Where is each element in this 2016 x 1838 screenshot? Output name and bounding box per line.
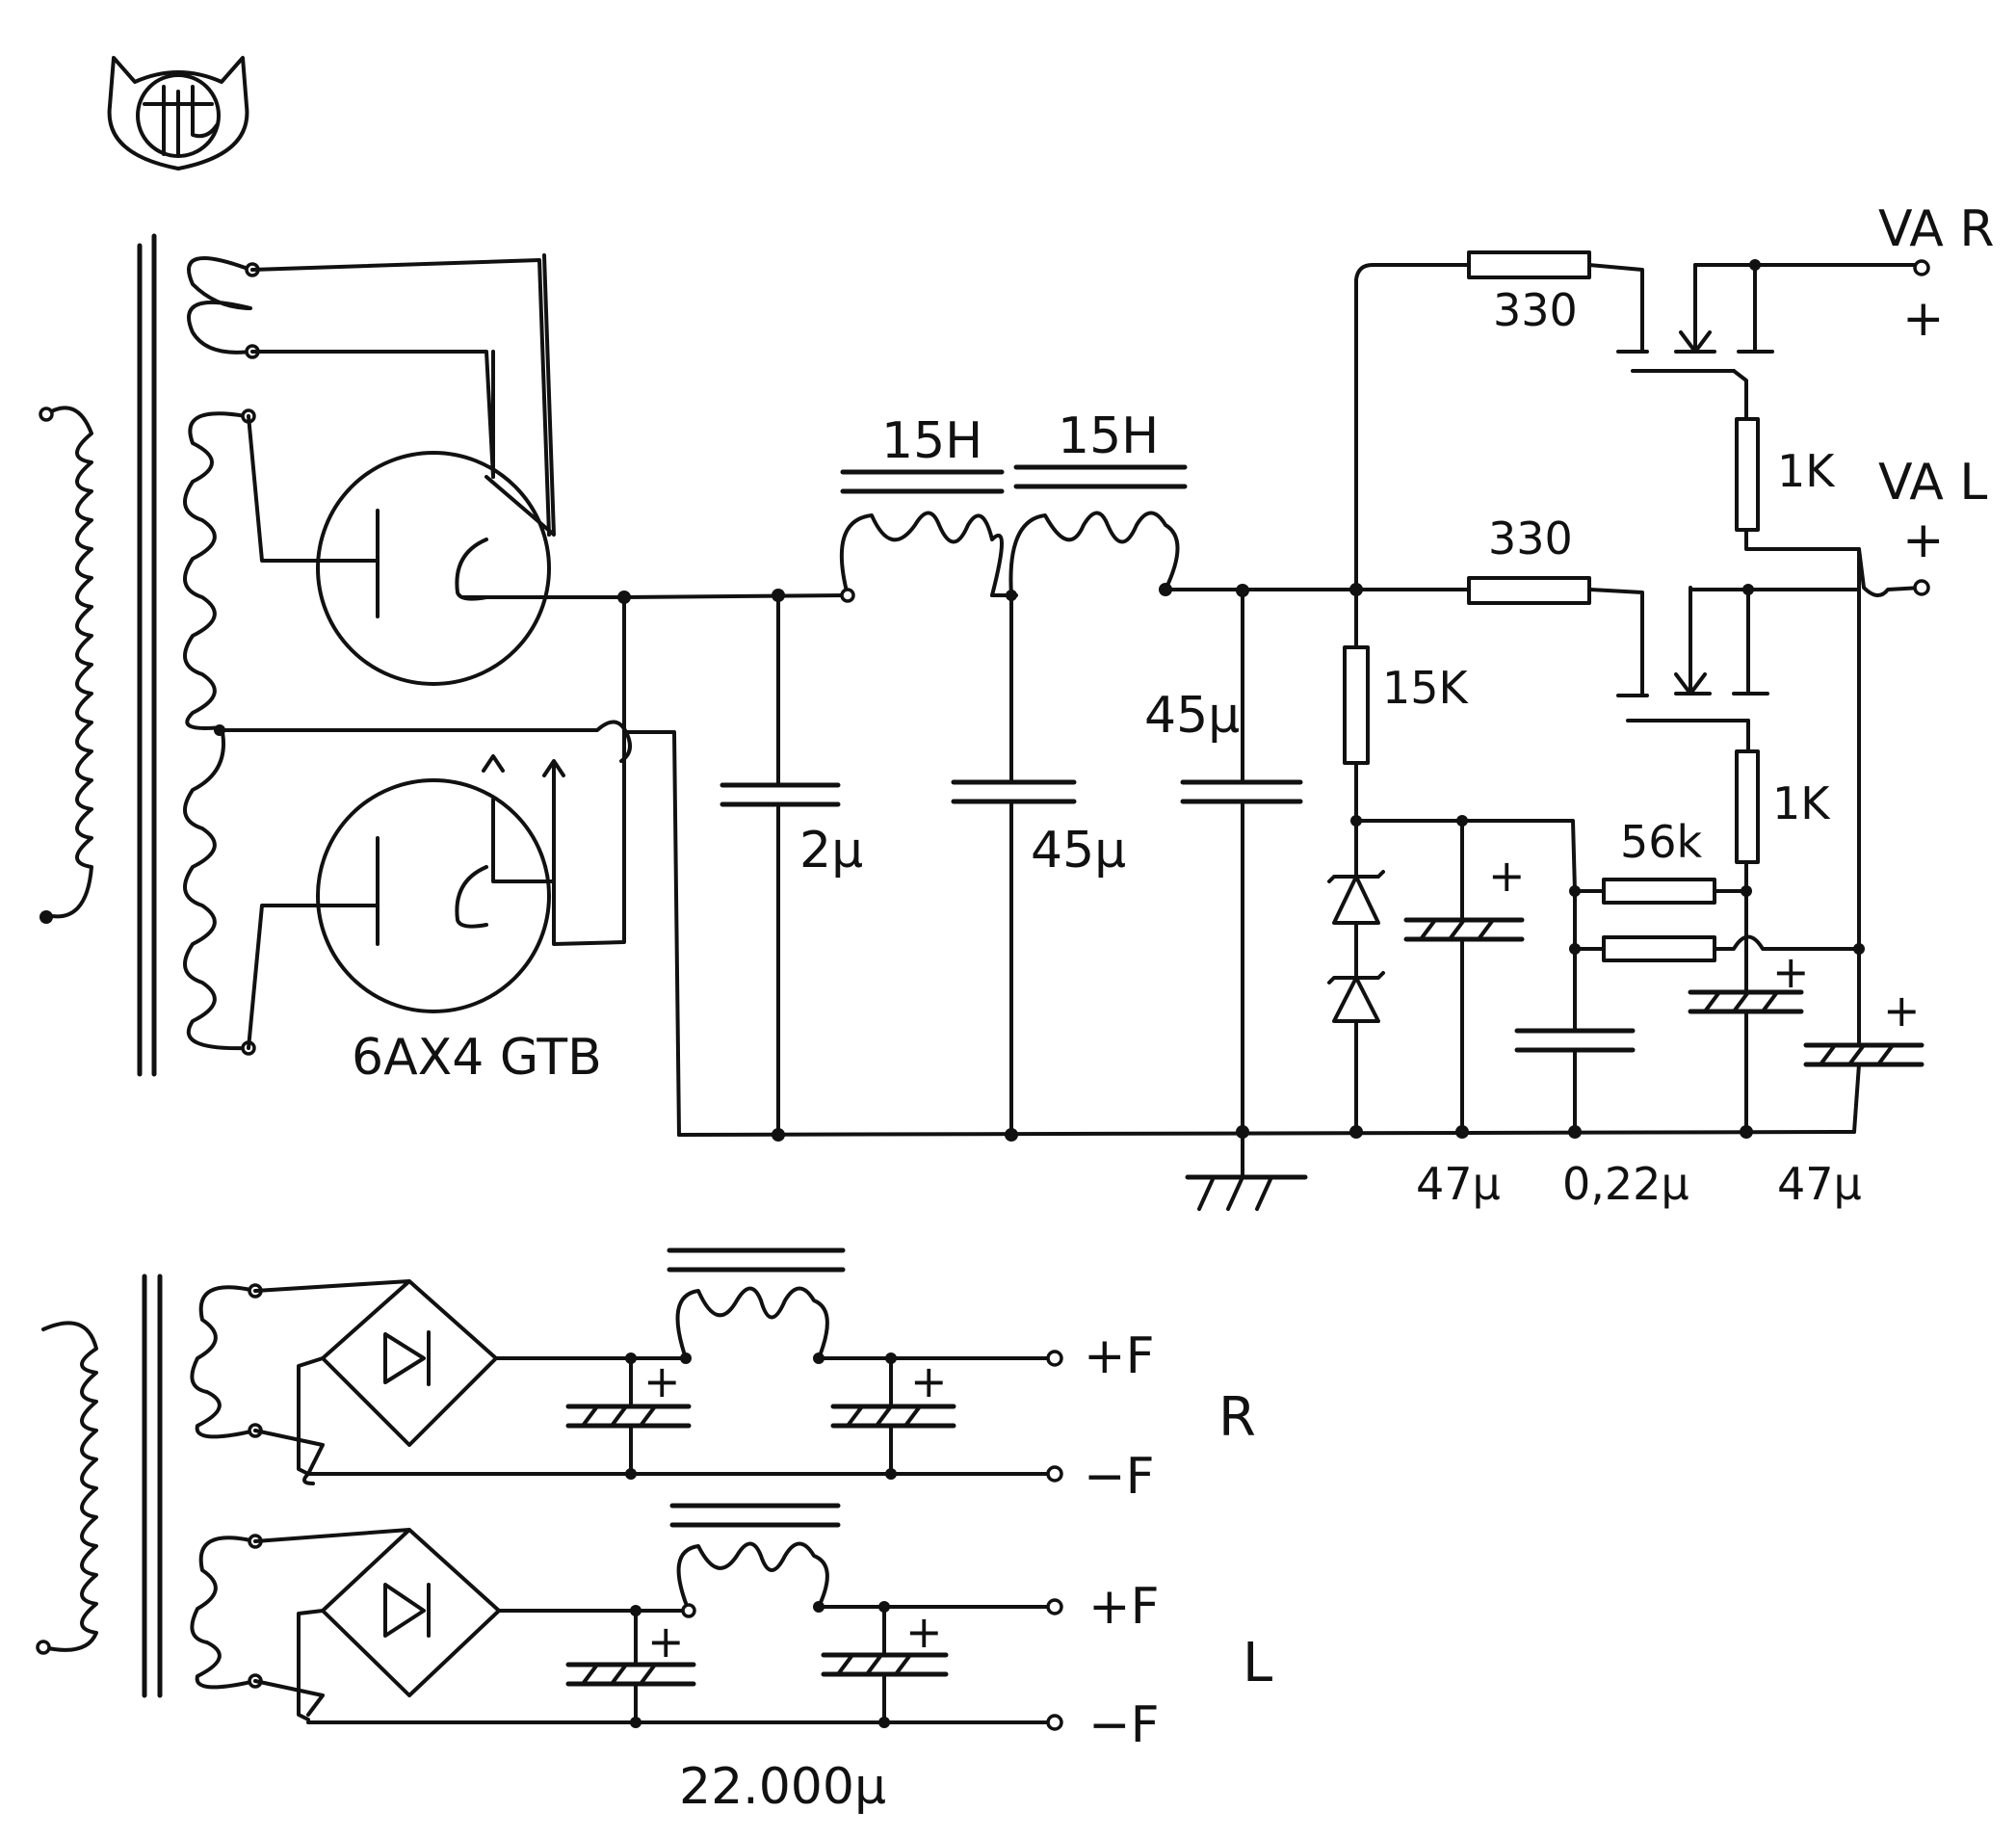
heater-transformer xyxy=(36,1273,263,1698)
ground-symbol-icon xyxy=(1185,1130,1308,1211)
out-var-plus: + xyxy=(1902,290,1945,348)
mosfet-left xyxy=(1616,584,1861,753)
main-transformer xyxy=(39,233,260,1077)
cap-r-plus-1: + xyxy=(643,1355,681,1407)
heater-l-pos-label: +F xyxy=(1088,1578,1159,1636)
channel-l-label: L xyxy=(1243,1632,1272,1694)
tube-label: 6AX4 GTB xyxy=(352,1029,602,1087)
hv-secondary-winding xyxy=(183,411,248,1051)
out-var-label: VA R xyxy=(1878,200,1994,258)
cap-22000u-label: 22.000μ xyxy=(679,1758,886,1816)
choke-1-label: 15H xyxy=(881,412,982,470)
mosfet-right xyxy=(1616,259,1924,421)
cap-47u-b-label: 47μ xyxy=(1777,1158,1862,1210)
primary-winding xyxy=(44,406,93,919)
cap-022u-label: 0,22μ xyxy=(1562,1158,1689,1210)
cap-45u-a-label: 45μ xyxy=(1144,687,1240,745)
cap-l-plus-1: + xyxy=(647,1615,685,1667)
out-val-label: VA L xyxy=(1878,454,1987,512)
res-56k-label: 56k xyxy=(1620,816,1703,868)
res-330-top-label: 330 xyxy=(1493,284,1578,336)
cap-r-plus-2: + xyxy=(910,1355,948,1407)
heater-r-pos-label: +F xyxy=(1084,1327,1154,1385)
rectifier-tube-1 xyxy=(316,253,556,686)
choke-1: 15H xyxy=(839,412,1005,603)
cap-47u-a-plus: + xyxy=(1488,850,1526,902)
heater-r-neg-label: −F xyxy=(1084,1448,1154,1506)
res-15k-label: 15K xyxy=(1382,662,1470,714)
res-1k-top-label: 1K xyxy=(1777,445,1836,497)
heater-supply-r xyxy=(253,1247,1063,1485)
cap-47u-mid-plus: + xyxy=(1772,946,1810,998)
res-330-mid-label: 330 xyxy=(1488,512,1573,565)
heater-l-neg-label: −F xyxy=(1088,1696,1159,1754)
zener-diode-1-icon xyxy=(1327,819,1385,925)
heater-supply-l xyxy=(253,1503,1063,1731)
rectifier-tube-2 xyxy=(316,754,565,1013)
out-val-plus: + xyxy=(1902,512,1945,569)
filament-winding xyxy=(187,256,252,354)
cap-45u-b-label: 45μ xyxy=(1031,822,1126,880)
zener-diode-2-icon xyxy=(1327,921,1385,1134)
channel-r-label: R xyxy=(1218,1386,1256,1449)
choke-2: 15H xyxy=(1008,407,1188,597)
cat-head-logo-icon xyxy=(107,56,249,171)
choke-2-label: 15H xyxy=(1058,407,1159,465)
cap-47u-a-label: 47μ xyxy=(1416,1158,1501,1210)
cap-2u-label: 2μ xyxy=(799,822,863,880)
cap-l-plus-2: + xyxy=(905,1606,943,1658)
res-1k-bot-label: 1K xyxy=(1772,777,1831,829)
cap-47u-b-plus: + xyxy=(1883,985,1921,1037)
